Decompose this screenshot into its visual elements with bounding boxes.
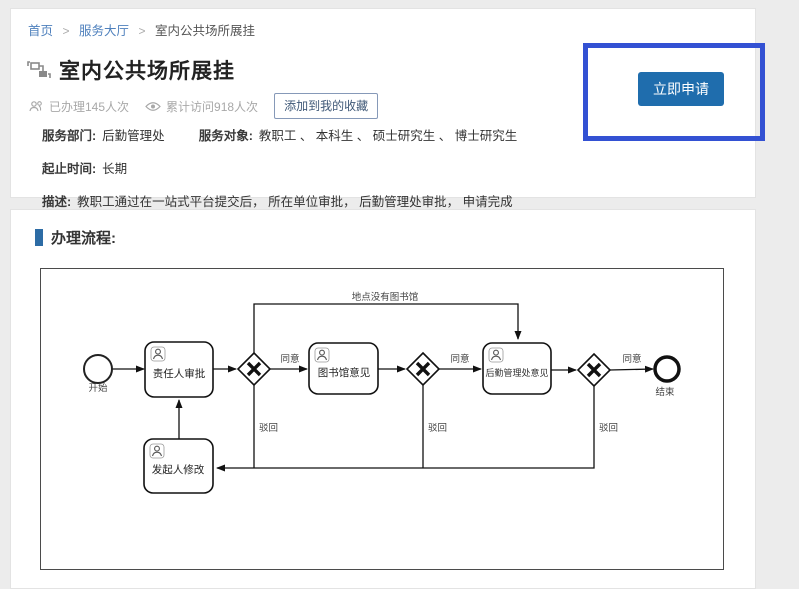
eye-icon (145, 101, 161, 111)
target-label: 服务对象: (198, 129, 253, 143)
reject-label-3: 驳回 (599, 423, 618, 434)
task-library-label: 图书馆意见 (318, 366, 371, 379)
desc-value: 教职工通过在一站式平台提交后， 所在单位审批， 后勤管理处审批， 申请完成 (77, 195, 513, 209)
task-initiator-label: 发起人修改 (152, 463, 205, 476)
edge-reject-3 (216, 386, 595, 472)
breadcrumb-current: 室内公共场所展挂 (155, 24, 256, 38)
process-section-title: 办理流程: (51, 230, 116, 247)
process-section-header: 办理流程: (35, 227, 116, 248)
start-event-label: 开始 (88, 382, 108, 394)
add-favorite-button[interactable]: 添加到我的收藏 (274, 93, 379, 119)
flowchart-container: 地点没有图书馆 驳回 驳回 驳回 同意 同意 同意 开始 (40, 268, 724, 570)
service-info-card: 首页 > 服务大厅 > 室内公共场所展挂 室内公共场所展挂 已办理145人次 (10, 8, 756, 209)
detail-row-dept-target: 服务部门: 后勤管理处 服务对象: 教职工 、 本科生 、 硕士研究生 、 博士研究生 (42, 125, 602, 144)
breadcrumb-separator: > (138, 24, 146, 38)
section-accent-bar (35, 229, 43, 246)
apply-now-button[interactable]: 立即申请 (638, 72, 724, 106)
reject-label-1: 驳回 (259, 423, 278, 434)
detail-row-desc: 描述: 教职工通过在一站式平台提交后， 所在单位审批， 后勤管理处审批， 申请完成 (42, 191, 602, 210)
desc-label: 描述: (42, 195, 72, 209)
breadcrumb-separator: > (62, 24, 70, 38)
breadcrumb-home[interactable]: 首页 (28, 24, 54, 38)
handled-count: 已办理145人次 (29, 98, 129, 115)
task-logistics-label: 后勤管理处意见 (485, 367, 548, 378)
edge-gw3-end (609, 365, 654, 373)
edge-bypass (253, 303, 522, 353)
agree-label-1: 同意 (280, 353, 299, 365)
start-event (83, 354, 113, 384)
time-value: 长期 (102, 162, 128, 176)
agree-label-2: 同意 (450, 353, 469, 365)
dept-value: 后勤管理处 (102, 129, 165, 143)
end-event (653, 355, 681, 383)
breadcrumb-service-hall[interactable]: 服务大厅 (79, 24, 130, 38)
task-responsible-label: 责任人审批 (153, 367, 206, 380)
users-icon (29, 100, 42, 111)
agree-label-3: 同意 (622, 353, 641, 365)
page-title: 室内公共场所展挂 (59, 60, 235, 83)
breadcrumb: 首页 > 服务大厅 > 室内公共场所展挂 (28, 20, 255, 39)
bpmn-flowchart: 地点没有图书馆 驳回 驳回 驳回 同意 同意 同意 开始 (83, 291, 681, 494)
stats-row: 已办理145人次 累计访问918人次 添加到我的收藏 (29, 93, 379, 119)
process-card: 办理流程: 地点没有图书馆 驳回 驳回 驳回 (10, 209, 756, 589)
edge-bypass-label: 地点没有图书馆 (352, 291, 419, 303)
time-label: 起止时间: (42, 162, 97, 176)
title-row: 室内公共场所展挂 (27, 55, 235, 85)
service-details: 服务部门: 后勤管理处 服务对象: 教职工 、 本科生 、 硕士研究生 、 博士研究生… (42, 125, 602, 224)
target-value: 教职工 、 本科生 、 硕士研究生 、 博士研究生 (258, 129, 518, 143)
dept-label: 服务部门: (42, 129, 97, 143)
detail-row-time: 起止时间: 长期 (42, 158, 602, 177)
handled-count-text: 已办理145人次 (49, 99, 130, 114)
visit-count-text: 累计访问918人次 (166, 99, 259, 114)
end-event-label: 结束 (655, 386, 675, 398)
workflow-icon (27, 61, 51, 78)
visit-count: 累计访问918人次 (145, 98, 258, 115)
reject-label-2: 驳回 (428, 423, 447, 434)
